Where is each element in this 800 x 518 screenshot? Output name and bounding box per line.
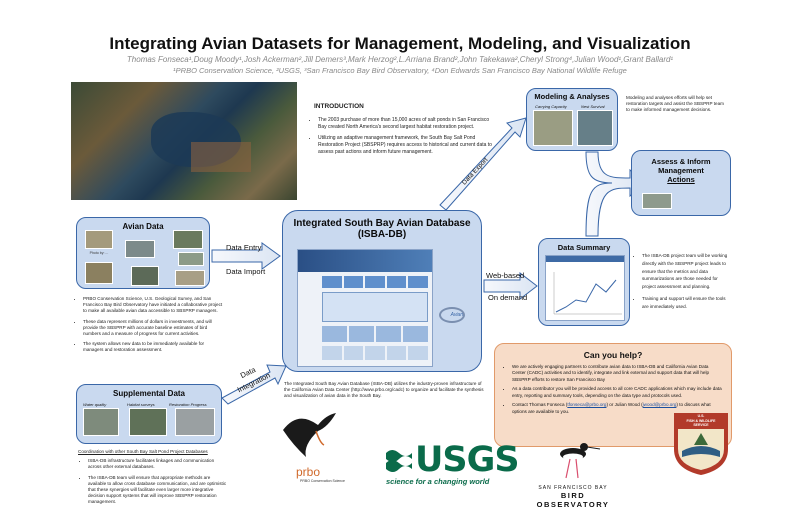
web-based-arrow: [483, 271, 538, 301]
intro-bullet: The 2003 purchase of more than 15,000 ac…: [318, 117, 496, 131]
bird-photo: [131, 266, 159, 286]
modeling-panel: Modeling & Analyses Carrying Capacity Ne…: [526, 88, 618, 151]
bird-photo: [85, 262, 113, 284]
sfbbo-name-line-1: SAN FRANCISCO BAY: [538, 485, 608, 491]
data-import-label: Data Import: [226, 267, 266, 276]
coordination-section: Coordination with other South Bay Salt P…: [78, 449, 228, 510]
assess-title-line-3: Actions: [667, 175, 695, 184]
data-export-arrow: [439, 117, 527, 211]
bird-photo: [125, 240, 155, 258]
help-bullet: As a data contributor you will be provid…: [512, 386, 723, 399]
usfws-logo: U.S. FISH & WILDLIFE SERVICE: [672, 411, 730, 477]
water-quality-label: Water quality: [83, 402, 107, 407]
habitat-survey-photo: [129, 408, 167, 436]
isba-db-panel: Integrated South Bay Avian Database (ISB…: [282, 210, 482, 372]
supplemental-data-panel: Supplemental Data Water quality Habitat …: [76, 384, 222, 444]
bird-photo: [175, 270, 205, 286]
assess-title-line-1: Assess & Inform: [651, 157, 711, 166]
poster-title: Integrating Avian Datasets for Managemen…: [109, 34, 691, 53]
modeling-title: Modeling & Analyses: [534, 92, 610, 101]
prbo-logo: prbo PRBO Conservation Science: [278, 405, 348, 495]
assess-panel: Assess & Inform Management Actions: [631, 150, 731, 216]
satellite-image: [71, 82, 297, 200]
nest-survival-label: Nest Survival: [581, 104, 605, 109]
isba-db-title: Integrated South Bay Avian Database: [293, 218, 471, 229]
usgs-logo: USGS science for a changing world: [386, 440, 520, 486]
usfws-text-3: SERVICE: [693, 423, 709, 427]
introduction-section: INTRODUCTION The 2003 purchase of more t…: [306, 103, 496, 161]
usfws-text-1: U.S.: [697, 414, 705, 418]
email-link-wood[interactable]: jwood@prbo.org: [642, 402, 677, 408]
isba-db-description: The Integrated South Bay Avian Database …: [284, 381, 484, 399]
prbo-name: prbo: [296, 465, 321, 479]
on-demand-label: On demand: [488, 293, 528, 302]
prbo-bird-icon: [283, 413, 336, 457]
data-summary-bullets: The ISBA-DB project team will be working…: [632, 252, 730, 315]
coordination-bullet: ISBA-DB infrastructure facilitates linka…: [88, 458, 228, 470]
assess-photo: [642, 193, 672, 209]
summary-chart: [553, 272, 622, 315]
data-integration-arrow: [221, 364, 287, 405]
coordination-bullet: The ISBA-DB team will ensure that approp…: [88, 475, 228, 506]
data-summary-title: Data Summary: [557, 243, 611, 252]
bird-photo: Photo by: ...: [85, 230, 113, 255]
stilt-bird-icon: [560, 443, 601, 479]
usgs-wordmark: USGS: [415, 440, 520, 480]
bird-photo: [173, 230, 203, 249]
cadc-banner: [298, 250, 432, 272]
merge-arrow: [585, 151, 646, 237]
avian-bullet: The system allows new data to be immedia…: [83, 341, 223, 353]
bird-photo: [178, 252, 204, 266]
sfbbo-name-line-2: BIRD OBSERVATORY: [536, 491, 610, 509]
coordination-heading: Coordination with other South Bay Salt P…: [78, 449, 208, 454]
affiliation-list: ¹PRBO Conservation Science, ²USGS, ³San …: [173, 66, 627, 75]
supplemental-data-title: Supplemental Data: [112, 389, 185, 398]
introduction-heading: INTRODUCTION: [314, 103, 364, 110]
summary-bullet: The ISBA-DB project team will be working…: [642, 252, 730, 291]
help-bullet: Contact Thomas Fonseca (tfonseca@prbo.or…: [512, 402, 723, 415]
author-list: Thomas Fonseca¹,Doug Moody¹,Josh Ackerma…: [126, 55, 674, 64]
avian-data-bullets: PRBO Conservation Science, U.S. Geologic…: [73, 296, 223, 358]
data-entry-label: Data Entry: [226, 243, 262, 252]
usfws-text-2: FISH & WILDLIFE: [686, 419, 716, 423]
summary-bullet: Training and support will ensure the too…: [642, 295, 730, 311]
restoration-progress-label: Restoration Progress: [169, 402, 207, 407]
modeling-description: Modeling and analyses efforts will help …: [626, 95, 724, 113]
usfws-shield-icon: [674, 413, 728, 475]
avian-data-panel: Avian Data Photo by: ...: [76, 217, 210, 289]
data-summary-panel: Data Summary: [538, 238, 630, 326]
avian-bullet: These data represent millions of dollars…: [83, 319, 223, 338]
data-entry-arrow: [211, 242, 281, 270]
habitat-surveys-label: Habitat surveys: [127, 402, 155, 407]
assess-title-line-2: Management: [658, 166, 704, 175]
isba-db-subtitle: (ISBA-DB): [357, 229, 407, 240]
restoration-photo: [175, 408, 215, 436]
carrying-capacity-label: Carrying Capacity: [535, 104, 567, 109]
prbo-subtitle: PRBO Conservation Science: [300, 479, 345, 483]
usgs-wave-icon: [386, 450, 412, 472]
intro-bullet: Utilizing an adaptive management framewo…: [318, 135, 496, 155]
r-avian-text: Avian: [450, 312, 463, 318]
usgs-tagline: science for a changing world: [386, 477, 490, 486]
avian-bullet: PRBO Conservation Science, U.S. Geologic…: [83, 296, 223, 315]
help-bullet: We are actively engaging partners to con…: [512, 364, 723, 383]
nest-survival-photo: [577, 110, 613, 146]
architecture-diagram: [297, 249, 433, 367]
summary-screenshot: [545, 255, 625, 321]
web-based-label: Web-based: [486, 271, 525, 280]
water-quality-photo: [83, 408, 119, 436]
email-link-fonseca[interactable]: tfonseca@prbo.org: [567, 402, 607, 408]
sfbbo-logo: SAN FRANCISCO BAY BIRD OBSERVATORY: [528, 438, 618, 509]
help-title: Can you help?: [583, 350, 643, 360]
avian-data-title: Avian Data: [122, 222, 164, 231]
r-avian-logo: Avian: [439, 307, 465, 323]
carrying-capacity-photo: [533, 110, 573, 146]
